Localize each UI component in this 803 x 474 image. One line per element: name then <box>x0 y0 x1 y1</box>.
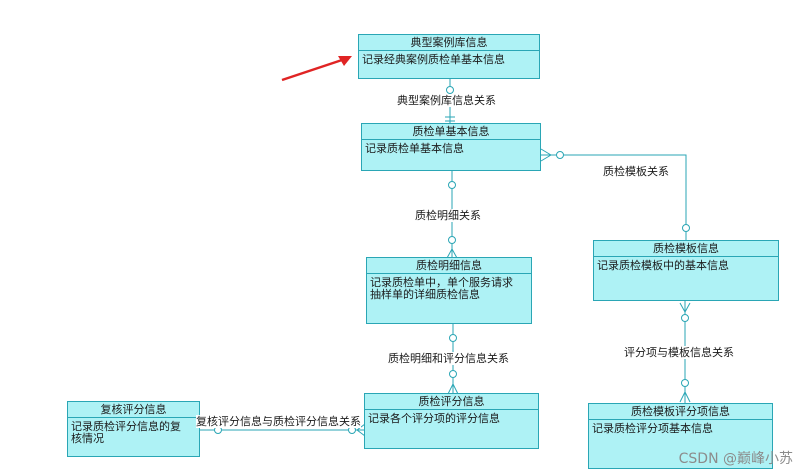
entity-description: 记录各个评分项的评分信息 <box>368 412 500 425</box>
entity-template-score-item[interactable]: 质检模板评分项信息 记录质检评分项基本信息 <box>588 403 773 469</box>
entity-title: 质检模板信息 <box>594 241 778 257</box>
connector-sheet-template <box>540 148 690 241</box>
entity-title: 质检明细信息 <box>367 258 531 274</box>
relation-label-sheet-detail: 质检明细关系 <box>415 209 481 222</box>
relation-label-detail-score: 质检明细和评分信息关系 <box>388 352 509 365</box>
connector-review-score <box>200 423 366 437</box>
entity-qc-score[interactable]: 质检评分信息 记录各个评分项的评分信息 <box>364 393 539 449</box>
entity-review-score[interactable]: 复核评分信息 记录质检评分信息的复 核情况 <box>67 401 200 457</box>
entity-description: 记录质检评分信息的复 核情况 <box>71 420 181 445</box>
entity-description: 记录质检单基本信息 <box>365 142 464 155</box>
entity-qc-sheet[interactable]: 质检单基本信息 记录质检单基本信息 <box>361 123 541 171</box>
relation-label-review-score: 复核评分信息与质检评分信息关系 <box>196 415 361 428</box>
annotation-arrow <box>281 56 352 82</box>
entity-description: 记录质检模板中的基本信息 <box>597 259 729 272</box>
entity-qc-detail[interactable]: 质检明细信息 记录质检单中，单个服务请求 抽样单的详细质检信息 <box>366 257 532 324</box>
entity-title: 质检模板评分项信息 <box>589 404 772 420</box>
entity-title: 复核评分信息 <box>68 402 199 418</box>
entity-description: 记录质检评分项基本信息 <box>592 422 713 435</box>
entity-title: 典型案例库信息 <box>359 35 539 51</box>
entity-case-library[interactable]: 典型案例库信息 记录经典案例质检单基本信息 <box>358 34 540 79</box>
relation-label-sheet-template: 质检模板关系 <box>603 165 669 178</box>
entity-description: 记录经典案例质检单基本信息 <box>362 53 505 66</box>
entity-qc-template[interactable]: 质检模板信息 记录质检模板中的基本信息 <box>593 240 779 301</box>
entity-title: 质检单基本信息 <box>362 124 540 140</box>
relation-label-item-template: 评分项与模板信息关系 <box>624 346 734 359</box>
entity-description: 记录质检单中，单个服务请求 抽样单的详细质检信息 <box>370 276 513 301</box>
entity-title: 质检评分信息 <box>365 394 538 410</box>
watermark: CSDN @巅峰小苏 <box>678 451 793 467</box>
relation-label-case-sheet: 典型案例库信息关系 <box>397 94 496 107</box>
